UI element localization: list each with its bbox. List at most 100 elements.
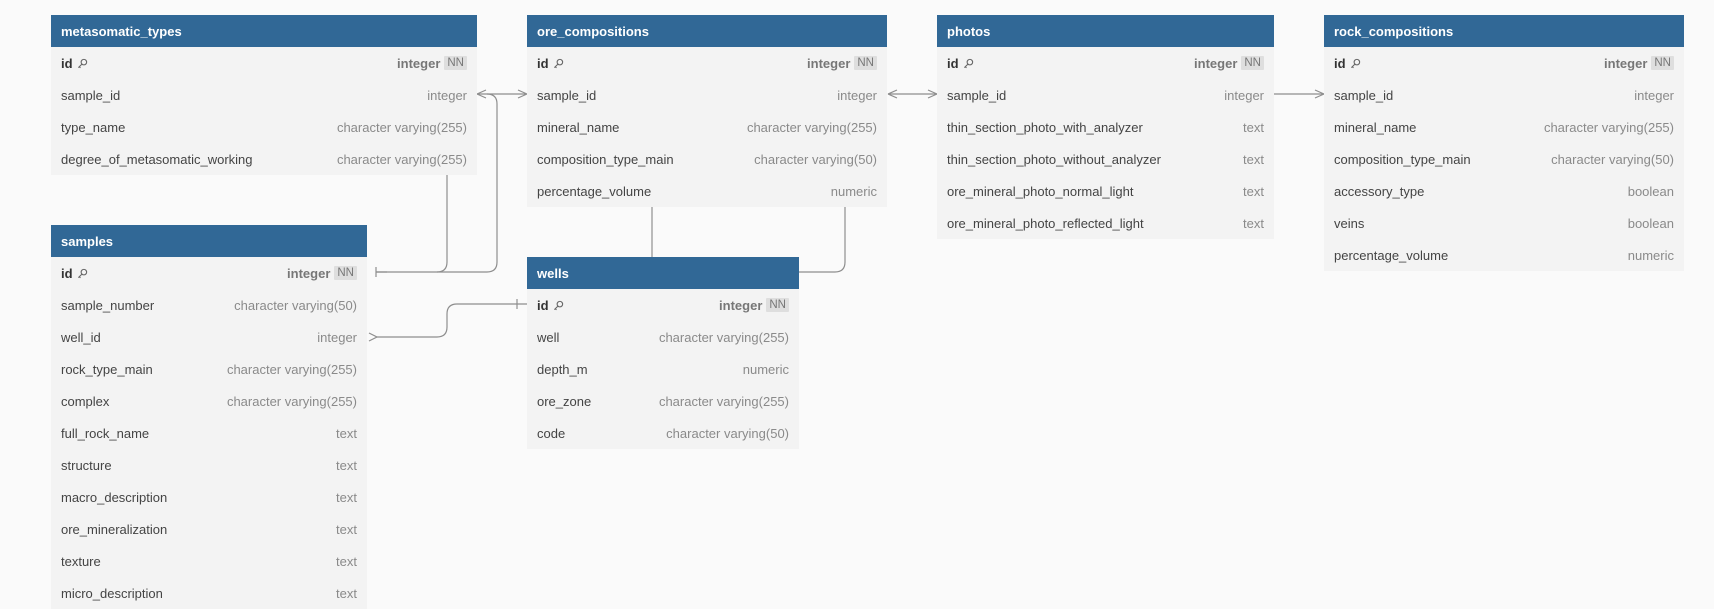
column-type: character varying(255): [1543, 119, 1674, 135]
column-type: boolean: [1627, 215, 1674, 231]
many-marker-rock-compositions: [1314, 89, 1325, 99]
table-header[interactable]: photos: [937, 15, 1274, 47]
column-type: integer: [427, 87, 467, 103]
column-type: text: [336, 489, 357, 505]
key-icon: [553, 58, 563, 68]
column-name: composition_type_main: [1334, 151, 1471, 167]
column-name: ore_mineralization: [61, 521, 168, 537]
column-row[interactable]: percentage_volume numeric: [527, 175, 887, 207]
column-type: integer: [837, 87, 877, 103]
one-marker-samples-id: [375, 267, 387, 277]
column-name: sample_number: [61, 297, 155, 313]
table-header[interactable]: wells: [527, 257, 799, 289]
many-marker-metasomatic: [476, 89, 487, 99]
column-name: percentage_volume: [537, 183, 652, 199]
column-type: character varying(255): [658, 329, 789, 345]
column-type: text: [336, 585, 357, 601]
key-icon: [77, 268, 87, 278]
column-name: thin_section_photo_with_analyzer: [947, 119, 1143, 135]
column-type: numeric: [830, 183, 877, 199]
not-null-badge: NN: [444, 56, 467, 70]
column-name: rock_type_main: [61, 361, 153, 377]
not-null-badge: NN: [854, 56, 877, 70]
not-null-badge: NN: [766, 298, 789, 312]
column-name: id: [61, 266, 88, 281]
column-type: text: [1243, 183, 1264, 199]
many-marker-ore-compositions: [487, 89, 528, 99]
column-type: integer: [1224, 87, 1264, 103]
column-type: character varying(255): [336, 119, 467, 135]
column-name: composition_type_main: [537, 151, 674, 167]
column-type: text: [1243, 151, 1264, 167]
column-row[interactable]: macro_description text: [51, 481, 367, 513]
column-type: character varying(50): [754, 151, 877, 167]
key-icon: [1350, 58, 1360, 68]
table-header[interactable]: metasomatic_types: [51, 15, 477, 47]
many-marker-photos-left: [887, 89, 898, 99]
key-icon: [963, 58, 973, 68]
not-null-badge: NN: [334, 266, 357, 280]
column-name: id: [537, 56, 564, 71]
relation-line-samples-wells: [377, 303, 527, 338]
key-icon: [77, 58, 87, 68]
column-name: percentage_volume: [1334, 247, 1449, 263]
table-header[interactable]: ore_compositions: [527, 15, 887, 47]
column-row[interactable]: composition_type_main character varying(5…: [527, 143, 887, 175]
relation-line-metasomatic-branch: [436, 174, 448, 273]
column-type: text: [336, 425, 357, 441]
column-row[interactable]: ore_zone character varying(255): [527, 385, 799, 417]
column-name: mineral_name: [537, 119, 620, 135]
column-row[interactable]: sample_id integer: [51, 79, 477, 111]
table-header[interactable]: rock_compositions: [1324, 15, 1684, 47]
column-name: macro_description: [61, 489, 168, 505]
table-header[interactable]: samples: [51, 225, 367, 257]
column-name: sample_id: [61, 87, 121, 103]
column-name: ore_zone: [537, 393, 592, 409]
column-type: character varying(255): [658, 393, 789, 409]
column-name: id: [61, 56, 88, 71]
